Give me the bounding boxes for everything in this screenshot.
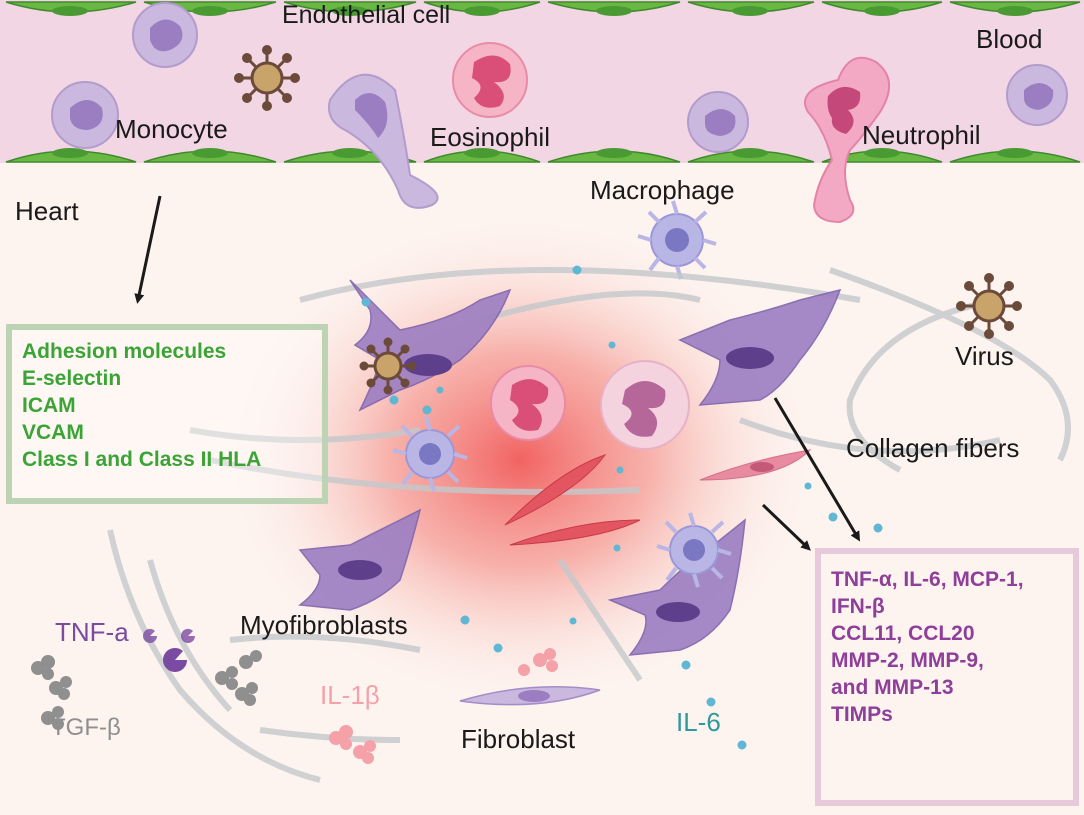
collagen-fibers-label: Collagen fibers xyxy=(846,433,1020,463)
monocyte-cell xyxy=(51,2,1068,209)
eosinophil-cell xyxy=(452,42,528,118)
il6-label: IL-6 xyxy=(676,707,721,737)
macrophage-cell xyxy=(637,200,717,280)
myofibroblasts-label: Myofibroblasts xyxy=(240,610,408,640)
adhesion-item: Adhesion molecules xyxy=(22,340,227,363)
tissue-virus-2 xyxy=(956,273,1022,339)
adhesion-item: ICAM xyxy=(22,394,76,417)
neutrophil-label: Neutrophil xyxy=(862,120,981,150)
tnf-label: TNF-a xyxy=(55,617,129,647)
cytokine-arrow-2 xyxy=(761,503,811,551)
adhesion-item: Class I and Class II HLA xyxy=(22,448,262,471)
virus-label: Virus xyxy=(955,341,1014,371)
eosinophil-label: Eosinophil xyxy=(430,122,550,152)
cytokine-item: CCL11, CCL20 xyxy=(831,622,975,645)
tgf-label: TGF-β xyxy=(51,714,121,741)
tissue-macrophages xyxy=(392,416,732,588)
adhesion-molecules-box: Adhesion molecules E-selectin ICAM VCAM … xyxy=(6,324,328,504)
cytokine-item: IFN-β xyxy=(831,595,885,618)
fibroblast-cell xyxy=(459,686,601,706)
il6-particles xyxy=(361,265,883,750)
cytokine-arrow-1 xyxy=(773,397,861,542)
collagen-fibers xyxy=(107,267,1071,783)
cytokine-box: TNF-α, IL-6, MCP-1, IFN-β CCL11, CCL20 M… xyxy=(815,548,1079,806)
heart-label: Heart xyxy=(15,196,79,226)
tnf-particles xyxy=(142,628,195,672)
cytokine-item: and MMP-13 xyxy=(831,676,954,699)
neutrophil-cell xyxy=(804,56,890,224)
adhesion-item: VCAM xyxy=(22,421,84,444)
fibroblast-label: Fibroblast xyxy=(461,724,576,754)
tissue-neutrophils xyxy=(490,360,690,450)
blood-label: Blood xyxy=(976,24,1043,54)
macrophage-label: Macrophage xyxy=(590,175,735,205)
pink-fibroblast-cell xyxy=(699,449,812,481)
il1-label: IL-1β xyxy=(320,680,380,710)
tissue-virus-1 xyxy=(359,337,417,395)
endothelial-cell-label: Endothelial cell xyxy=(282,1,451,29)
heart-arrow xyxy=(134,195,162,304)
cytokine-item: TNF-α, IL-6, MCP-1, xyxy=(831,568,1024,591)
adhesion-item: E-selectin xyxy=(22,367,122,390)
cytokine-item: MMP-2, MMP-9, xyxy=(831,649,984,672)
tgf-particles xyxy=(31,650,262,730)
virus-particle xyxy=(234,45,300,111)
monocyte-label: Monocyte xyxy=(115,114,228,144)
red-fibroblast-cells xyxy=(504,454,641,546)
endothelial-cells-top xyxy=(5,1,1081,16)
cytokine-item: TIMPs xyxy=(831,703,893,726)
il1-particles xyxy=(329,648,558,764)
